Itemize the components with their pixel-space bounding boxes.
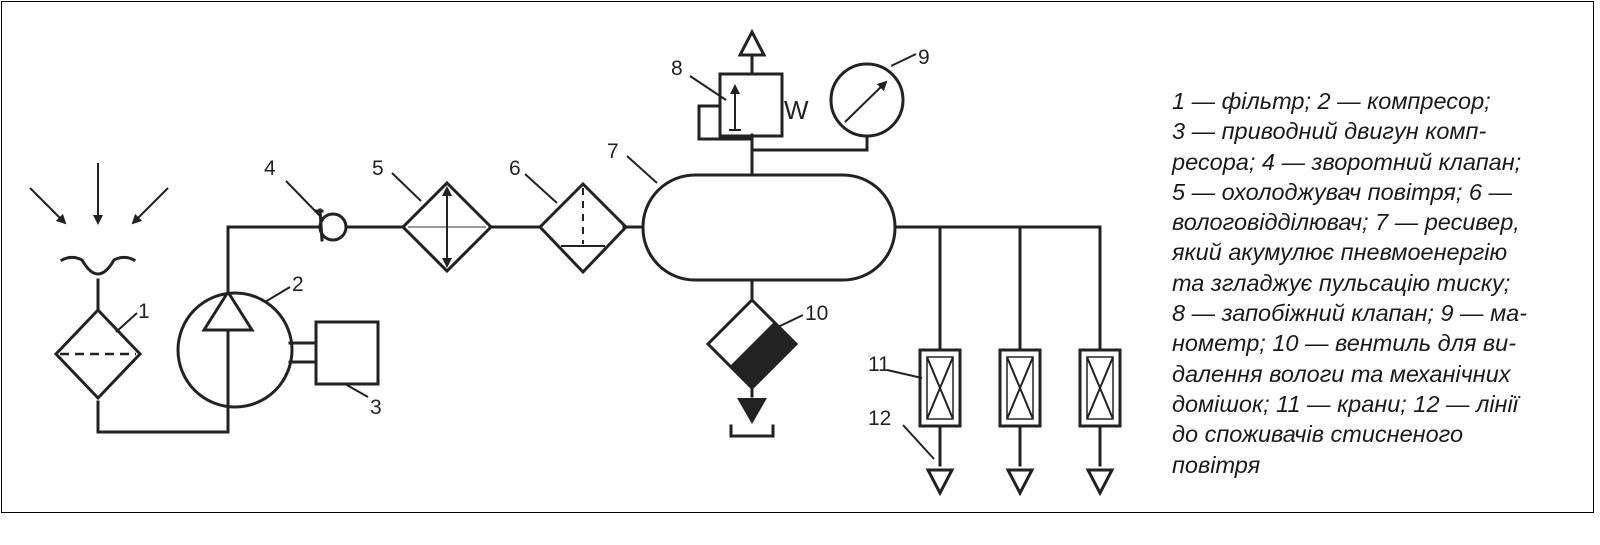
label-9: 9 [918, 46, 930, 69]
legend-line: нометр; 10 — вентиль для ви- [1172, 330, 1517, 357]
legend-line: далення вологи та механічних [1172, 360, 1511, 387]
legend-line: вологовідділювач; 7 — ресивер, [1172, 209, 1520, 236]
label-4: 4 [264, 157, 276, 180]
check-valve-symbol [314, 208, 348, 242]
legend: 1 — фільтр; 2 — компресор; 3 — приводний… [1172, 86, 1587, 480]
receiver-symbol [641, 173, 897, 282]
label-5: 5 [372, 157, 384, 180]
label-1: 1 [138, 300, 150, 323]
legend-line: та згладжує пульсацію тиску; [1172, 269, 1511, 296]
moisture-separator-symbol [537, 181, 629, 275]
label-7: 7 [607, 140, 619, 163]
compressor-symbol [176, 289, 294, 409]
legend-line: до споживачів стисненого [1172, 421, 1464, 448]
legend-line: 5 — охолоджувач повітря; 6 — [1172, 178, 1512, 205]
legend-line: 3 — приводний двигун комп- [1172, 118, 1487, 145]
pipelines [96, 133, 1102, 467]
drain-valve-symbol [705, 297, 799, 438]
pressure-gauge-symbol [829, 62, 905, 138]
safety-valve-symbol: W [697, 28, 809, 141]
legend-line: 1 — фільтр; 2 — компресор; [1172, 88, 1491, 114]
label-10: 10 [805, 302, 828, 325]
label-11: 11 [868, 353, 890, 376]
filter-symbol [29, 163, 169, 401]
legend-line: повітря [1172, 451, 1261, 478]
consumer-outlets [925, 468, 1115, 497]
legend-line: який акумулює пневмоенергію [1172, 239, 1508, 266]
label-12: 12 [868, 407, 891, 430]
label-3: 3 [370, 396, 382, 419]
legend-line: домішок; 11 — крани; 12 — лінії [1172, 390, 1518, 417]
label-6: 6 [509, 157, 521, 180]
motor-symbol [288, 320, 380, 386]
air-cooler-symbol [400, 180, 494, 274]
label-8: 8 [671, 57, 683, 80]
leader-lines [115, 53, 935, 460]
tap-symbols [918, 348, 1122, 428]
figure-frame [1, 1, 1594, 513]
legend-line: 8 — запобіжний клапан; 9 — ма- [1172, 300, 1528, 327]
label-2: 2 [292, 273, 304, 296]
spring-label: W [784, 95, 809, 125]
legend-line: ресора; 4 — зворотний клапан; [1172, 148, 1522, 175]
